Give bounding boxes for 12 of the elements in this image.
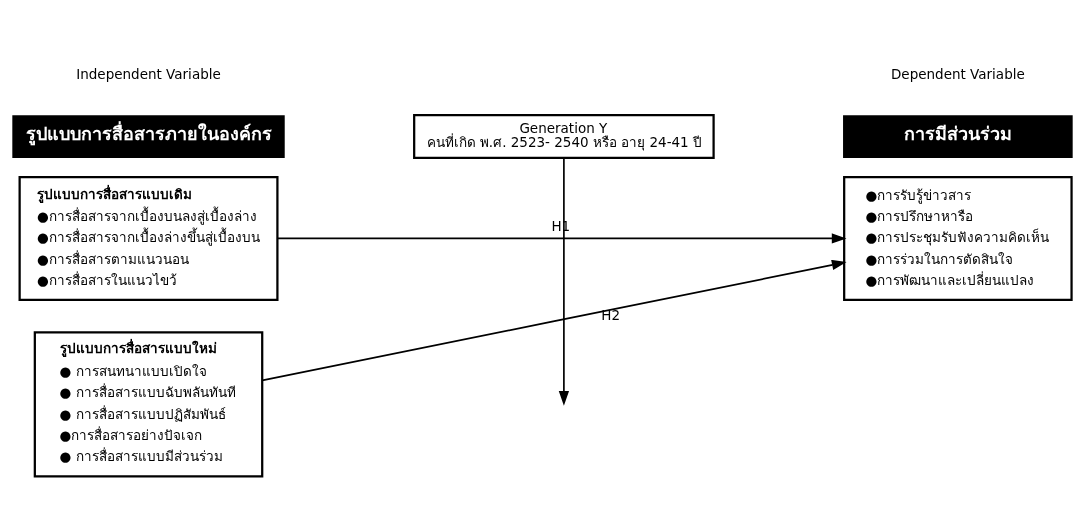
arrow xyxy=(261,259,847,381)
node-box: การมีส่วนร่วม xyxy=(843,114,1073,158)
node-box: Generation Y คนที่เกิด พ.ศ. 2523- 2540 หรือ อายุ 24-41 ปี xyxy=(413,113,715,159)
node-box: รูปแบบการสื่อสารภายในองค์กร xyxy=(12,114,285,158)
node-box: ●การรับรู้ข่าวสาร ●การปรึกษาหารือ ●การประชุมรับฟังความคิดเห็น ●การร่วมในการตัดสินใจ ●การพัฒนาและเปลี่ยนแปลง xyxy=(843,175,1073,301)
node-box: รูปแบบการสื่อสารแบบเดิม ●การสื่อสารจากเบื้องบนลงสู่เบื้องล่าง ●การสื่อสารจากเบื้องล่างขึ้นสู่เบื้องบน ●การสื่อสารตามแนวนอน ●การสื่อสารในแนวไขว้ xyxy=(18,175,279,301)
node-box: รูปแบบการสื่อสารแบบใหม่ ● การสนทนาแบบเปิดใจ ● การสื่อสารแบบฉับพลันทันที ● การสื่อสารแบบปฏิสัมพันธ์ ●การสื่อสารอย่างปัจเจก ● การสื่อสารแบบมีส่วนร่วม xyxy=(33,330,264,478)
label: Dependent Variable xyxy=(890,65,1025,82)
edge-label: H2 xyxy=(601,306,620,323)
label: Independent Variable xyxy=(76,65,221,82)
arrow xyxy=(558,156,570,406)
arrow xyxy=(276,232,847,244)
